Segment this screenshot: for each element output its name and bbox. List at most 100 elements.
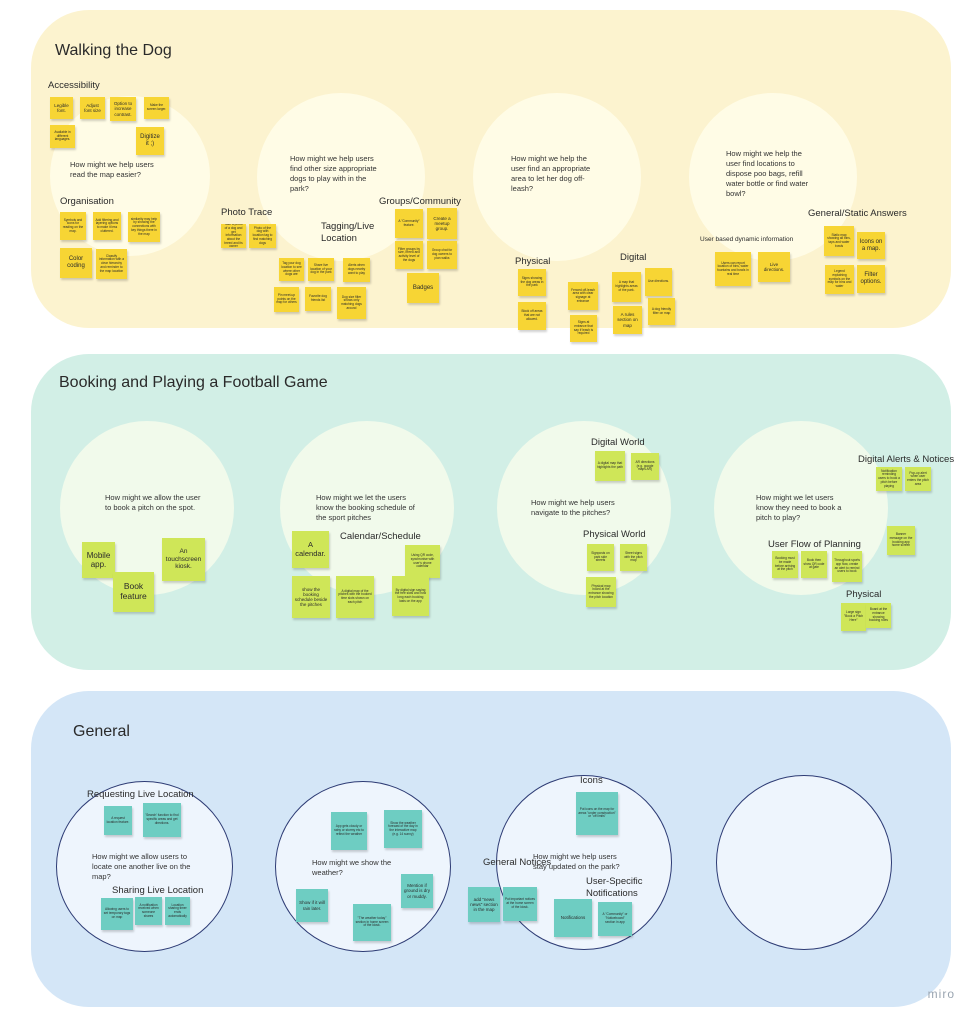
group-label: Groups/Community — [379, 196, 461, 207]
sticky-note[interactable]: Physical map board at the entrance showi… — [586, 577, 616, 607]
sticky-note[interactable]: Users can report location of bins, water… — [715, 252, 751, 286]
sticky-note[interactable]: Street signs with the pitch map — [620, 544, 647, 571]
sticky-note[interactable]: Legend explaining symbols on the map for… — [825, 265, 854, 294]
group-label: Physical — [515, 256, 551, 267]
section-title: Booking and Playing a Football Game — [59, 374, 328, 391]
sticky-note[interactable]: Mobile app. — [82, 542, 115, 578]
sticky-note[interactable]: An touchscreen kiosk. — [162, 538, 205, 581]
sticky-note[interactable]: Use directions. — [645, 268, 672, 296]
sticky-note[interactable]: Alerts when dogs nearby want to play — [343, 258, 370, 282]
sticky-note[interactable]: Show the weather forecast of the day in … — [384, 810, 422, 848]
sticky-note[interactable]: Booking must be made before arriving at … — [772, 551, 798, 578]
sticky-note[interactable]: "The weather today" section in home scre… — [353, 904, 391, 941]
sticky-note[interactable]: Book then show QR code at gate — [801, 551, 827, 578]
sticky-note[interactable]: Create a meetup group. — [427, 208, 457, 239]
group-label: User-Specific Notifications — [586, 876, 643, 899]
sticky-note[interactable]: Filter options. — [857, 265, 885, 293]
sticky-note[interactable]: Allowing users to set temporary tags on … — [101, 898, 133, 930]
sticky-note[interactable]: Group chat for dog owners to plan walks — [427, 241, 457, 269]
sticky-note[interactable]: show the booking schedule beside the pit… — [292, 576, 330, 618]
sticky-note[interactable]: Classify information with a clear hierar… — [96, 249, 127, 279]
sticky-note[interactable]: Static map showing all bins, taps and wa… — [824, 226, 854, 256]
sticky-note[interactable]: Symbols and icons for reading on the map… — [60, 212, 86, 240]
sticky-note[interactable]: Notifications — [554, 899, 592, 937]
sticky-note[interactable]: Share live location of your dog in the p… — [308, 258, 334, 281]
sticky-note[interactable]: Digitize it ;) — [136, 127, 164, 155]
section-title: Walking the Dog — [55, 42, 172, 59]
sticky-note[interactable]: Color coding — [60, 248, 92, 278]
sticky-note[interactable]: By digital sign saying the free slots an… — [392, 576, 429, 616]
group-label: General Notices — [483, 857, 552, 868]
group-label: Accessibility — [48, 80, 100, 91]
sticky-note[interactable]: Available in different languages. — [50, 125, 75, 148]
sticky-note[interactable]: add "news news" section in the map — [468, 887, 500, 922]
group-label: Calendar/Schedule — [340, 531, 421, 542]
sticky-note[interactable]: Block off areas that are not allowed. — [518, 302, 546, 330]
sticky-note[interactable]: Legible font. — [50, 97, 73, 119]
sticky-note[interactable]: Dog size filter shows only matching dogs… — [337, 287, 366, 319]
idea-circle[interactable] — [716, 775, 892, 950]
group-label: Tagging/Live Location — [321, 221, 375, 244]
sticky-note[interactable]: A notification received when someone sha… — [135, 897, 162, 925]
sticky-note[interactable]: Make the screen larger. — [144, 97, 169, 119]
sticky-note[interactable]: Throughout sports app flow, create an al… — [832, 551, 862, 582]
group-label: Photo Trace — [221, 207, 273, 218]
sticky-note[interactable]: Add filtering and layering options to ma… — [93, 212, 121, 240]
sticky-note[interactable]: Signs showing the dog areas in the park — [518, 269, 546, 296]
sticky-note[interactable]: App gets cloudy or rainy or stormy etc t… — [331, 812, 367, 850]
sticky-note[interactable]: A "Community" feature. — [395, 209, 423, 238]
sticky-note[interactable]: Photo of the dog with location tag to fi… — [249, 224, 276, 248]
group-label: General/Static Answers — [808, 208, 907, 219]
sticky-note[interactable]: A digital map of the pitches with the bo… — [336, 576, 374, 618]
sticky-note[interactable]: Option to increase contrast. — [110, 97, 136, 121]
hmw-question: How might we allow users to locate one a… — [92, 852, 191, 881]
sticky-note[interactable]: similarity may help by showing the conne… — [128, 212, 160, 242]
sticky-note[interactable]: Signs at entrance that say if leash is r… — [570, 315, 597, 342]
sticky-note[interactable]: Adjust font size — [80, 97, 105, 119]
sticky-note[interactable]: Favorite dog friends list — [305, 287, 331, 311]
sticky-note[interactable]: Board at the entrance showing booking ru… — [866, 603, 891, 628]
hmw-question: How might we show the weather? — [312, 858, 392, 877]
sticky-note[interactable]: A calendar. — [292, 531, 329, 568]
sticky-note[interactable]: Take a photo of a dog and get informatio… — [221, 224, 246, 248]
sticky-note[interactable]: Tag your dog location to see where other… — [279, 258, 304, 281]
group-label: Icons — [580, 775, 603, 786]
sticky-note[interactable]: Location sharing timer ends automaticall… — [165, 897, 190, 925]
sticky-note[interactable]: Icons on a map. — [857, 232, 885, 259]
sticky-note[interactable]: Put icons on the map for areas "under co… — [576, 792, 618, 835]
sticky-note[interactable]: A request location feature. — [104, 806, 132, 835]
sticky-note[interactable]: Notification reminding users to book a p… — [876, 467, 902, 491]
section-title: General — [73, 723, 130, 740]
group-label: Physical World — [583, 529, 646, 540]
sticky-note[interactable]: Filter groups by size, breed and activit… — [395, 241, 423, 269]
sticky-note[interactable]: A digital map that highlights the path — [595, 451, 625, 481]
sticky-note[interactable]: Pin meet-up points on the map for others — [274, 287, 299, 312]
sticky-note[interactable]: A rules section on map — [613, 306, 642, 334]
sticky-note[interactable]: Show if it will rain later. — [296, 889, 328, 922]
hmw-question: How might we help the user find an appro… — [511, 154, 591, 193]
group-label: User based dynamic information — [700, 236, 794, 243]
hmw-question: How might we help the user find location… — [726, 149, 809, 198]
sticky-note[interactable]: Signposts on park side streets — [587, 544, 614, 571]
sticky-note[interactable]: Large sign "Book a Pitch Here" — [841, 603, 866, 631]
sticky-note[interactable]: A map that highlights areas of the park. — [612, 272, 641, 302]
sticky-note[interactable]: Put important notices at the home screen… — [503, 887, 537, 921]
sticky-note[interactable]: Mention if ground is dry or muddy. — [401, 874, 433, 908]
hmw-question: How might we help users stay updated on … — [533, 852, 620, 871]
sticky-note[interactable]: AR directions (e.g. google maps AR) — [631, 453, 659, 480]
sticky-note[interactable]: Banner message on the booking app home s… — [887, 526, 915, 555]
idea-circle[interactable] — [473, 93, 641, 261]
sticky-note[interactable]: Live directions. — [758, 252, 790, 282]
group-label: Digital Alerts & Notices — [858, 454, 955, 465]
sticky-note[interactable]: Pop-up alert when user enters the pitch … — [905, 467, 931, 491]
sticky-note[interactable]: Using QR code, synchronise with user's p… — [405, 545, 440, 578]
sticky-note[interactable]: 'Search' function to find specific areas… — [143, 803, 181, 837]
sticky-note[interactable]: Book feature — [113, 572, 154, 612]
group-label: Digital — [620, 252, 647, 263]
sticky-note[interactable]: Fenced off-leash area with clear signage… — [568, 282, 598, 310]
hmw-question: How might we allow the user to book a pi… — [105, 493, 201, 512]
sticky-note[interactable]: A "Community" or "Noticeboard" section i… — [598, 902, 632, 936]
sticky-note[interactable]: Badges — [407, 273, 439, 303]
sticky-note[interactable]: A dog friendly filter on map — [648, 298, 675, 325]
hmw-question: How might we help users find other size … — [290, 154, 377, 193]
